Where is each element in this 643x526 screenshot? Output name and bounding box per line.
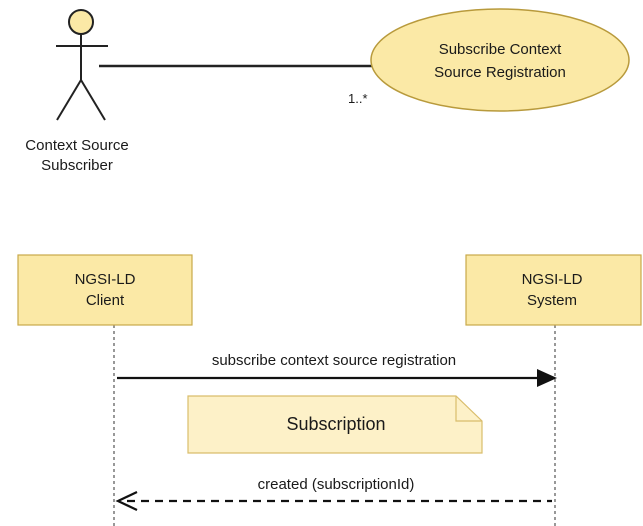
note-fold <box>455 396 482 422</box>
note-body <box>187 395 483 454</box>
use-case-label-line2: Source Registration <box>434 64 566 81</box>
actor-label-line1: Context Source <box>25 137 128 154</box>
request-arrowhead <box>537 369 557 387</box>
request-message-label: subscribe context source registration <box>212 352 456 369</box>
actor-head <box>68 9 94 35</box>
participant-client-label-line1: NGSI-LD <box>75 271 136 288</box>
participant-client[interactable]: NGSI-LD Client <box>17 254 193 326</box>
use-case-ellipse[interactable] <box>370 8 630 112</box>
participant-system-label-line1: NGSI-LD <box>522 271 583 288</box>
sequence-diagram: NGSI-LD Client NGSI-LD System subscribe … <box>17 254 642 526</box>
participant-system-box <box>465 254 642 326</box>
participant-client-label-line2: Client <box>86 292 125 309</box>
multiplicity-label: 1..* <box>348 91 368 106</box>
subscription-note[interactable]: Subscription <box>187 395 483 454</box>
participant-client-box <box>17 254 193 326</box>
participant-system[interactable]: NGSI-LD System <box>465 254 642 326</box>
actor-right-leg <box>80 79 106 121</box>
response-arrowhead <box>115 491 138 511</box>
actor-left-leg <box>56 79 82 121</box>
note-label: Subscription <box>286 414 385 434</box>
response-message[interactable]: created (subscriptionId) <box>115 476 552 511</box>
participant-system-label-line2: System <box>527 292 577 309</box>
actor-icon <box>56 9 108 121</box>
request-message[interactable]: subscribe context source registration <box>117 352 557 387</box>
response-message-label: created (subscriptionId) <box>258 476 415 493</box>
use-case-label-line1: Subscribe Context <box>439 41 562 58</box>
actor-label-line2: Subscriber <box>41 157 113 174</box>
use-case-diagram: Context Source Subscriber Subscribe Cont… <box>25 8 630 174</box>
